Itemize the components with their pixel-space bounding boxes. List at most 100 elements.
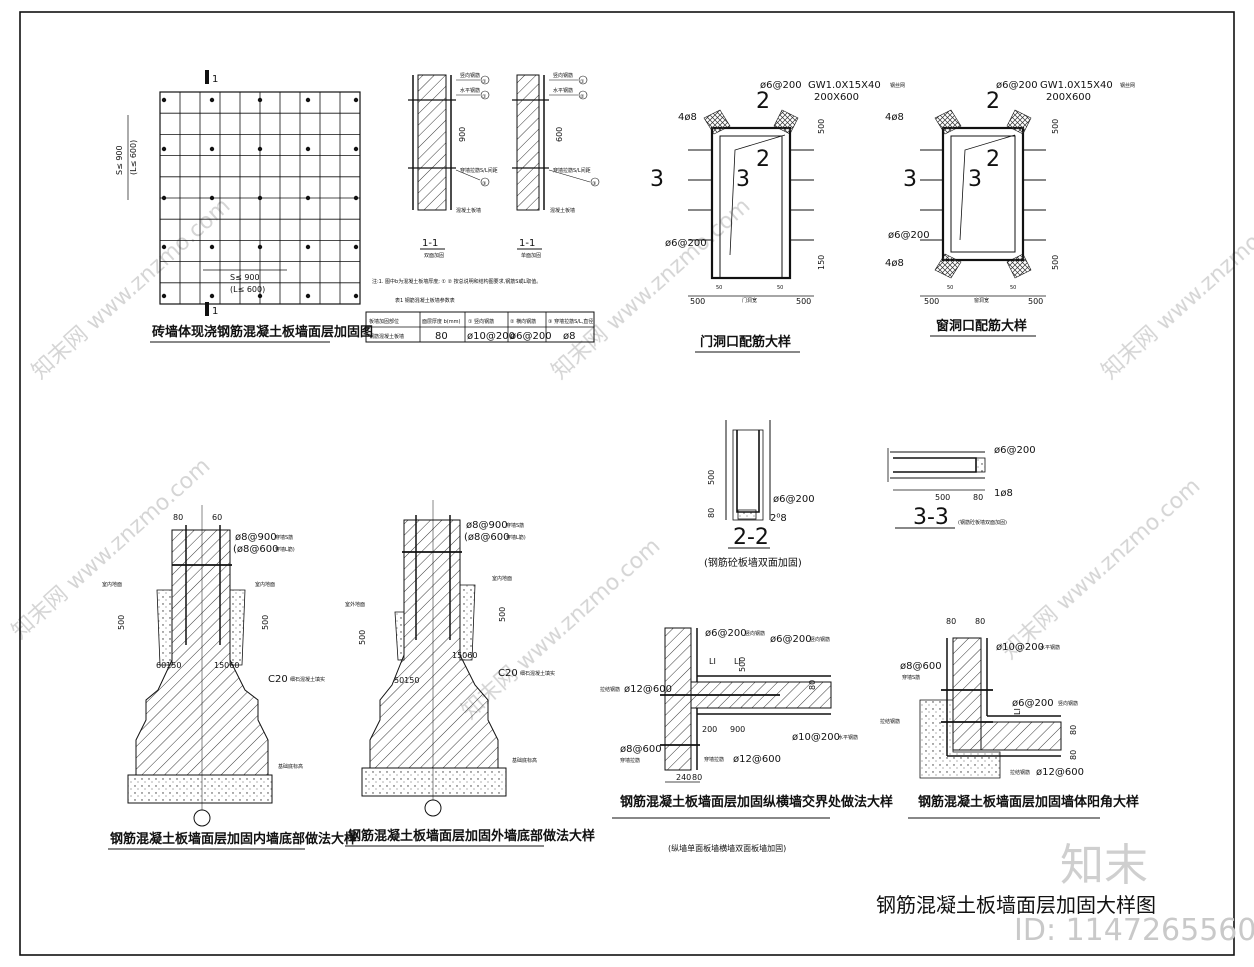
table-header: 板墙加固部位	[369, 318, 399, 325]
dim-text: 500	[924, 297, 939, 306]
bars-label: 2⁰8	[770, 513, 787, 524]
door-section-line	[729, 134, 786, 256]
door-sec2: 2	[756, 89, 770, 114]
tag-label: 穿墙拉筋S/L间距	[460, 167, 498, 174]
dim-text: 80	[975, 617, 985, 626]
dim-horizontal-2: (L≤ 600)	[230, 285, 265, 294]
door-sec3b: 3	[736, 167, 750, 192]
fill-base	[919, 699, 1001, 779]
door-side-bar: ø6@200	[665, 238, 707, 249]
tee-junction: ø6@200 竖向钢筋 ø6@200 竖向钢筋 ø10@200 水平钢筋 拉结钢…	[600, 627, 893, 853]
section-3-3: ø6@200 1ø8 500 80 3-3 (钢筋砼板墙双面加固)	[887, 445, 1036, 530]
dim-text: 50150	[394, 676, 419, 685]
rebar-note: 穿墙拉筋	[620, 757, 640, 764]
axis-bubble	[424, 799, 442, 817]
rebar-note: 拉结钢筋	[880, 718, 900, 725]
dim-text: 900	[458, 127, 467, 142]
tie-dot	[257, 244, 263, 250]
dim-text: LI	[709, 657, 716, 666]
window-detail: ø6@200 GW1.0X15X40 钢丝网 200X600 4ø8 4ø8 ø…	[885, 80, 1135, 337]
tag-number: ①	[580, 79, 585, 85]
tie-dot	[209, 195, 215, 201]
tag-label: 水平钢筋	[553, 87, 573, 94]
dim-text: LI	[734, 657, 741, 666]
tie-dot	[305, 97, 311, 103]
door-gw-note: 钢丝网	[890, 82, 905, 89]
window-title: 窗洞口配筋大样	[936, 318, 1027, 334]
watermark-logo: 知末	[1060, 840, 1148, 891]
rebar-note: 穿墙S筋	[275, 534, 293, 541]
tie-dot	[257, 195, 263, 201]
window-side-bar: ø6@200	[888, 230, 930, 241]
opening-label: 门洞宽	[742, 297, 757, 304]
tie-dot	[257, 293, 263, 299]
dim-text: LI	[1013, 708, 1022, 715]
window-inner	[950, 135, 1016, 253]
door-size: 200X600	[814, 92, 859, 103]
dim-text: 60150	[156, 661, 181, 670]
dim-text: 80	[692, 773, 702, 782]
dim-text: 500	[690, 297, 705, 306]
table-cell: 钢筋混凝土板墙	[369, 333, 404, 340]
rebar-note: 穿墙S筋	[902, 674, 920, 681]
window-sec2b: 2	[986, 147, 1000, 172]
door-detail: ø6@200 GW1.0X15X40 钢丝网 200X600 4ø8 ø6@20…	[650, 80, 905, 353]
floor-label: 室外地面	[345, 601, 365, 608]
grid-detail: 1 1 S≤ 900 (L≤ 600) S≤ 900 (L≤ 600) 砖墙体现…	[115, 70, 373, 343]
table-title: 表1 钢筋混凝土板墙参数表	[395, 297, 455, 304]
dim-text: 500	[796, 297, 811, 306]
tie-dot	[209, 97, 215, 103]
dim-text: 50	[777, 285, 783, 291]
opening-label: 窗洞宽	[974, 297, 989, 304]
table-header: ① 竖向钢筋	[468, 318, 494, 325]
tie-dot	[209, 293, 215, 299]
window-ticks	[920, 149, 1046, 241]
section-sublabel: 双面加固	[424, 252, 444, 259]
table-cell: 80	[435, 331, 448, 342]
dim-text: 80	[173, 513, 183, 522]
fill-left	[156, 589, 173, 666]
section-mark-label: 1	[212, 306, 218, 317]
rebar-note: 穿墙拉筋	[704, 756, 724, 763]
rebar-label: ø6@200	[994, 445, 1036, 456]
param-table: 板墙加固部位 面层厚度 b(mm) ① 竖向钢筋 ② 横向钢筋 ③ 穿墙拉筋S/…	[365, 311, 595, 343]
tie-dot	[353, 195, 359, 201]
concrete-label: C20	[498, 668, 518, 679]
rebar-label: ø6@200	[705, 628, 747, 639]
window-corner-top: 4ø8	[885, 112, 904, 123]
rebar-label: (ø8@600	[233, 544, 278, 555]
wall-vertical	[952, 637, 982, 751]
tie-dot	[353, 244, 359, 250]
rebar-label: ø8@900	[466, 520, 508, 531]
concrete-label: C20	[268, 674, 288, 685]
dim-text: 80	[946, 617, 956, 626]
rebar-label: ø12@600	[624, 684, 672, 695]
section-2-2: 500 80 ø6@200 2⁰8 2-2 (钢筋砼板墙双面加固)	[704, 420, 815, 569]
tie-dot	[257, 146, 263, 152]
dim-text: 60	[212, 513, 222, 522]
section-label: 1-1	[422, 238, 438, 249]
inner-footing: 80 60 ø8@900 穿墙S筋 (ø8@600 穿墙L筋) 室内地面 室内地…	[102, 505, 357, 850]
base-label: 基础底标高	[278, 763, 303, 770]
dim-vertical: S≤ 900	[115, 145, 124, 175]
dim-text: 500	[738, 657, 747, 672]
dim-text: 500	[1028, 297, 1043, 306]
door-sec3: 3	[650, 167, 664, 192]
dim-text: 500	[358, 630, 367, 645]
tag-label: 穿墙拉筋S/L间距	[553, 167, 591, 174]
dim-text: 80	[707, 508, 716, 518]
watermark-text: 知末网 www.znzmo.com	[997, 474, 1205, 665]
section-mark-label: 1	[212, 74, 218, 85]
tag-label: 竖向钢筋	[460, 72, 480, 79]
rebar-label: ø6@200	[770, 634, 812, 645]
tie-dot	[161, 195, 167, 201]
leader-tags	[455, 75, 600, 187]
fill-right	[459, 584, 476, 661]
dim-text: 50	[716, 285, 722, 291]
dim-text: 80	[808, 680, 817, 690]
tie-dot	[305, 195, 311, 201]
dim-text: 900	[730, 725, 745, 734]
table-header: ② 横向钢筋	[510, 318, 536, 325]
section-sublabel: 单面加固	[521, 252, 541, 259]
dim-text: 500	[817, 119, 826, 134]
